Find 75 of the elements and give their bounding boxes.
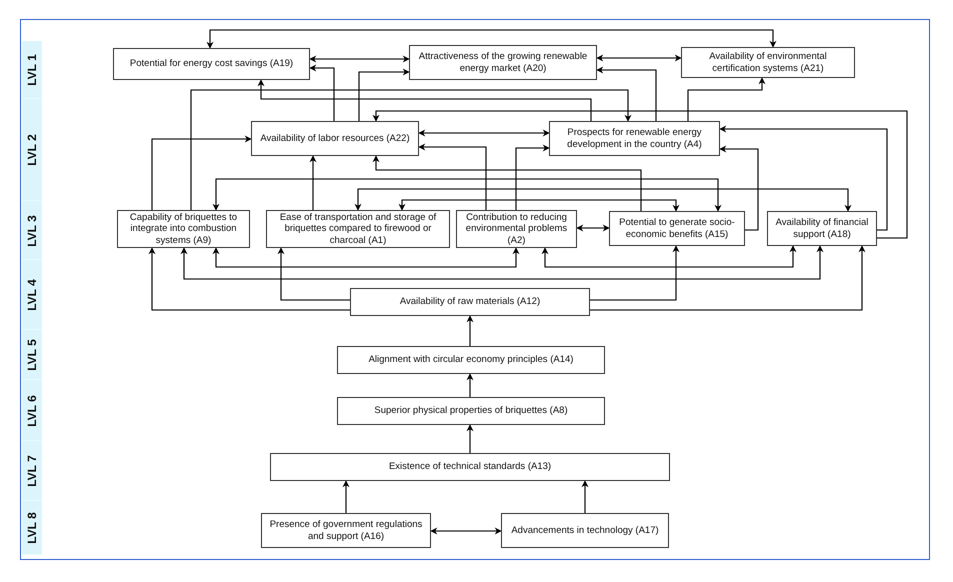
arrow [398,199,680,212]
arrow [372,110,908,239]
factor-box [266,210,450,248]
factor-label: Existence of technical standards (A13) [388,461,552,473]
arrow [310,155,316,210]
arrow [430,528,502,534]
level-label: LVL 7 [25,455,39,487]
factor-label: Contribution to reducing environmental problems (A2) [464,212,568,246]
arrow [342,480,350,513]
factor-box [113,48,310,80]
factor-box [609,211,745,246]
factor-label: Advancements in technology (A17) [511,524,659,536]
arrow [358,68,410,121]
factor-label: Prospects for renewable energy development in the country (A4) [566,127,703,150]
factor-box [456,210,577,248]
factor-label: Availability of labor resources (A22) [260,132,410,144]
factor-label: Availability of raw materials (A12) [400,296,540,308]
factor-label: Superior physical properties of briquettes (A8) [374,405,568,417]
level-label: LVL 6 [25,394,39,426]
arrow [466,373,474,397]
arrow [212,247,520,268]
arrow [151,136,252,210]
factor-box [117,210,250,248]
arrow [180,245,824,280]
arrow [542,245,796,268]
arrow [309,56,410,62]
arrow [466,315,474,346]
factor-box [251,121,419,156]
arrow [148,247,350,311]
level-label: LVL 4 [25,279,39,311]
level-label: LVL 1 [25,54,39,86]
factor-box [337,397,605,425]
arrow [687,77,766,121]
level-label: LVL 2 [25,134,39,166]
arrow [515,144,550,210]
factor-label: Availability of financial support (A18) [774,217,870,240]
arrow [190,89,632,210]
factor-box [767,211,877,246]
factor-label: Attractiveness of the growing renewable energy market (A20) [418,51,588,74]
factor-label: Availability of environmental certification systems (A21) [708,51,828,74]
factor-label: Ease of transportation and storage of briquettes compared to firewood or charcoal (A1) [278,212,438,246]
factor-label: Capability of briquettes to integrate into combustion systems (A9) [128,212,238,246]
arrow [466,424,474,453]
arrow [372,155,642,211]
arrow [309,64,335,121]
factor-label: Potential for energy cost savings (A19) [130,58,294,70]
factor-label: Presence of government regulations and support (A16) [268,519,424,542]
arrow [576,224,610,232]
factor-box [270,453,670,481]
arrow [278,247,350,301]
level-label: LVL 8 [25,512,39,544]
arrow [582,480,588,513]
factor-box [681,47,855,78]
level-label: LVL 3 [25,214,39,246]
factor-label: Potential to generate socio-economic benefits (A15) [618,217,736,240]
arrow [590,245,680,301]
arrow [212,178,722,212]
arrow [354,188,852,212]
factor-box [350,288,590,316]
factor-box [501,513,669,548]
arrow [719,126,888,231]
arrow [418,130,550,136]
arrow [418,144,487,210]
factor-label: Alignment with circular economy principles (A14) [368,354,574,366]
level-label: LVL 5 [25,339,39,371]
arrow [719,146,759,231]
factor-box [337,346,605,374]
arrow [596,54,682,62]
factor-box [261,513,431,548]
arrow [206,29,776,49]
arrow [258,79,592,121]
arrow [590,245,866,311]
factor-box [409,45,597,80]
arrow [596,66,657,121]
factor-box [549,121,720,156]
